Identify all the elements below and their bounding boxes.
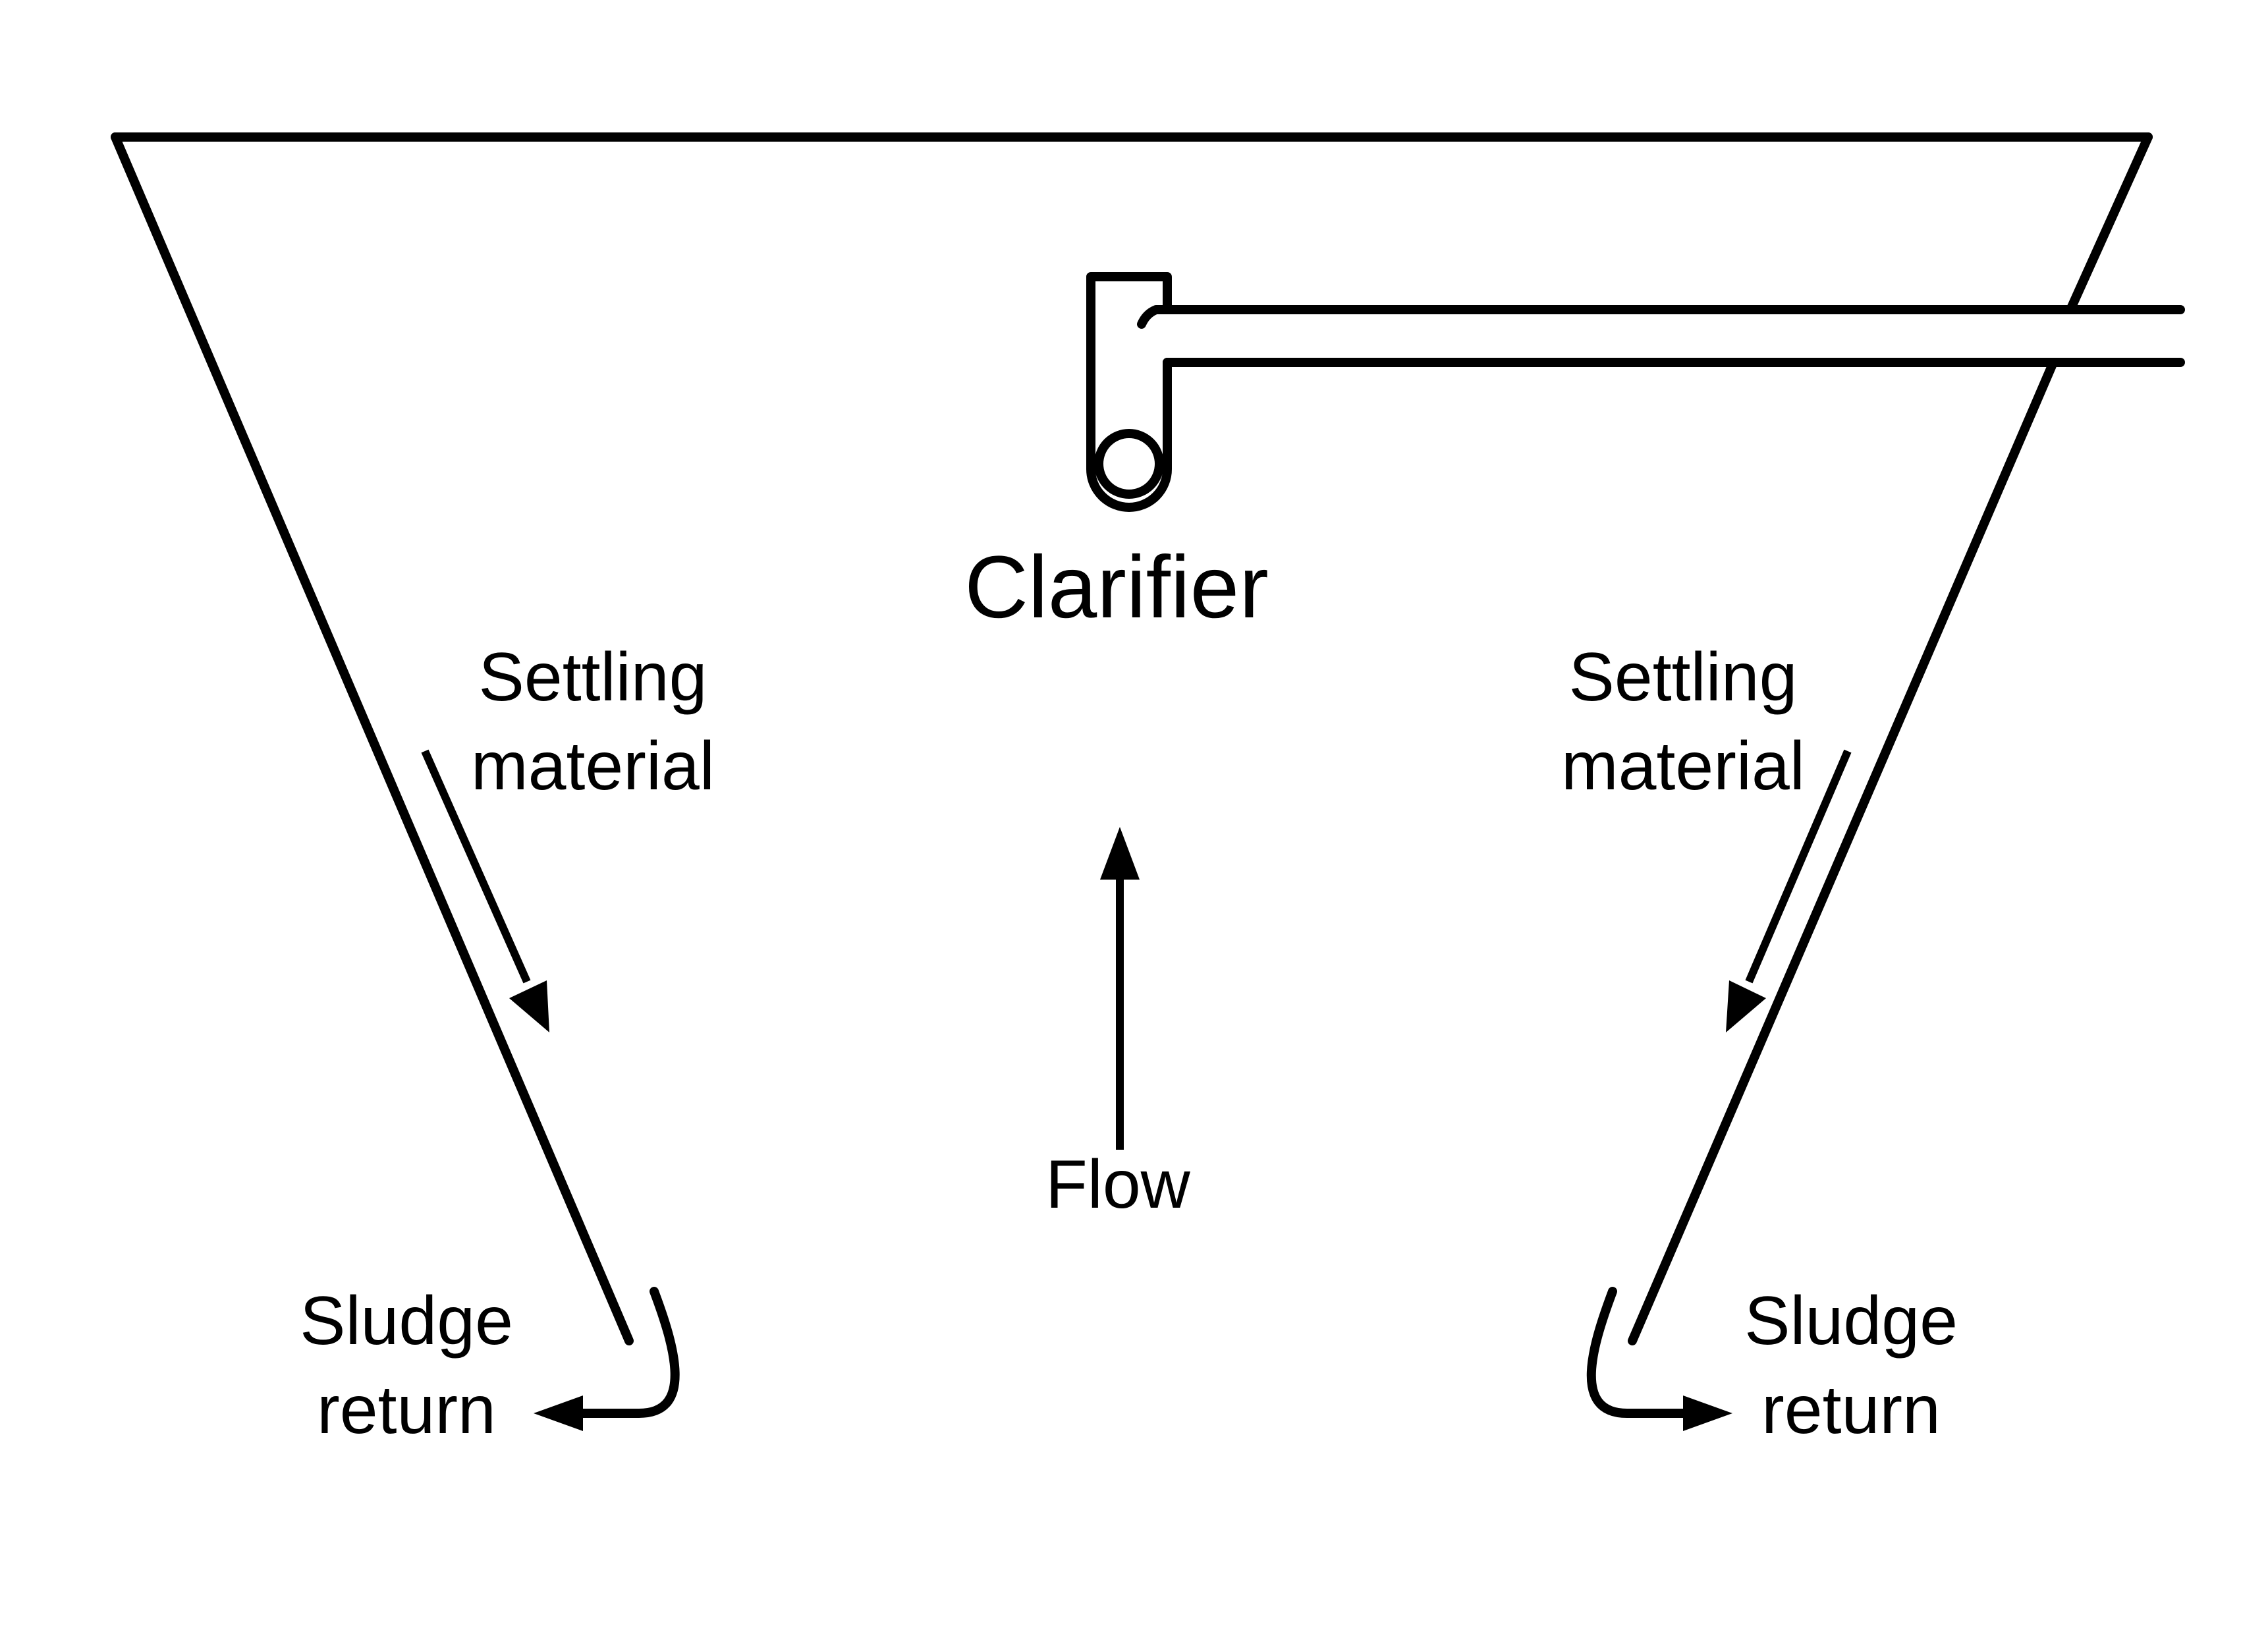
settling-material-left-label-line2: material (471, 728, 715, 804)
tank-left-wall (111, 132, 634, 1345)
launder-circle (1094, 429, 1164, 499)
sludge-return-right-label-line1: Sludge (1744, 1283, 1958, 1359)
settling-material-right-label-line1: Settling (1569, 639, 1798, 716)
settling-arrow-left (421, 749, 531, 984)
tank-right-wall-upper (2066, 132, 2153, 314)
tank-right-wall-lower (1628, 361, 2057, 1345)
launder-trough (1086, 272, 1172, 512)
sludge-return-hook-left (575, 1287, 680, 1418)
sludge-return-right-label-line2: return (1761, 1372, 1941, 1448)
flow-arrow-head (1100, 827, 1140, 880)
sludge-return-arrow-right-head (1683, 1395, 1732, 1431)
sludge-return-left-label-line1: Sludge (300, 1283, 513, 1359)
sludge-return-arrow-left-head (534, 1395, 583, 1431)
settling-arrow-right-head (1726, 980, 1766, 1032)
flow-label: Flow (1045, 1146, 1190, 1223)
sludge-return-hook-right (1586, 1287, 1691, 1418)
settling-arrow-left-head (509, 980, 549, 1032)
settling-arrow-right (1745, 749, 1852, 984)
settling-material-left-label-line1: Settling (479, 639, 707, 716)
clarifier-label: Clarifier (964, 538, 1269, 636)
sludge-return-left-label-line2: return (317, 1372, 496, 1448)
settling-material-right-label-line2: material (1561, 728, 1805, 804)
